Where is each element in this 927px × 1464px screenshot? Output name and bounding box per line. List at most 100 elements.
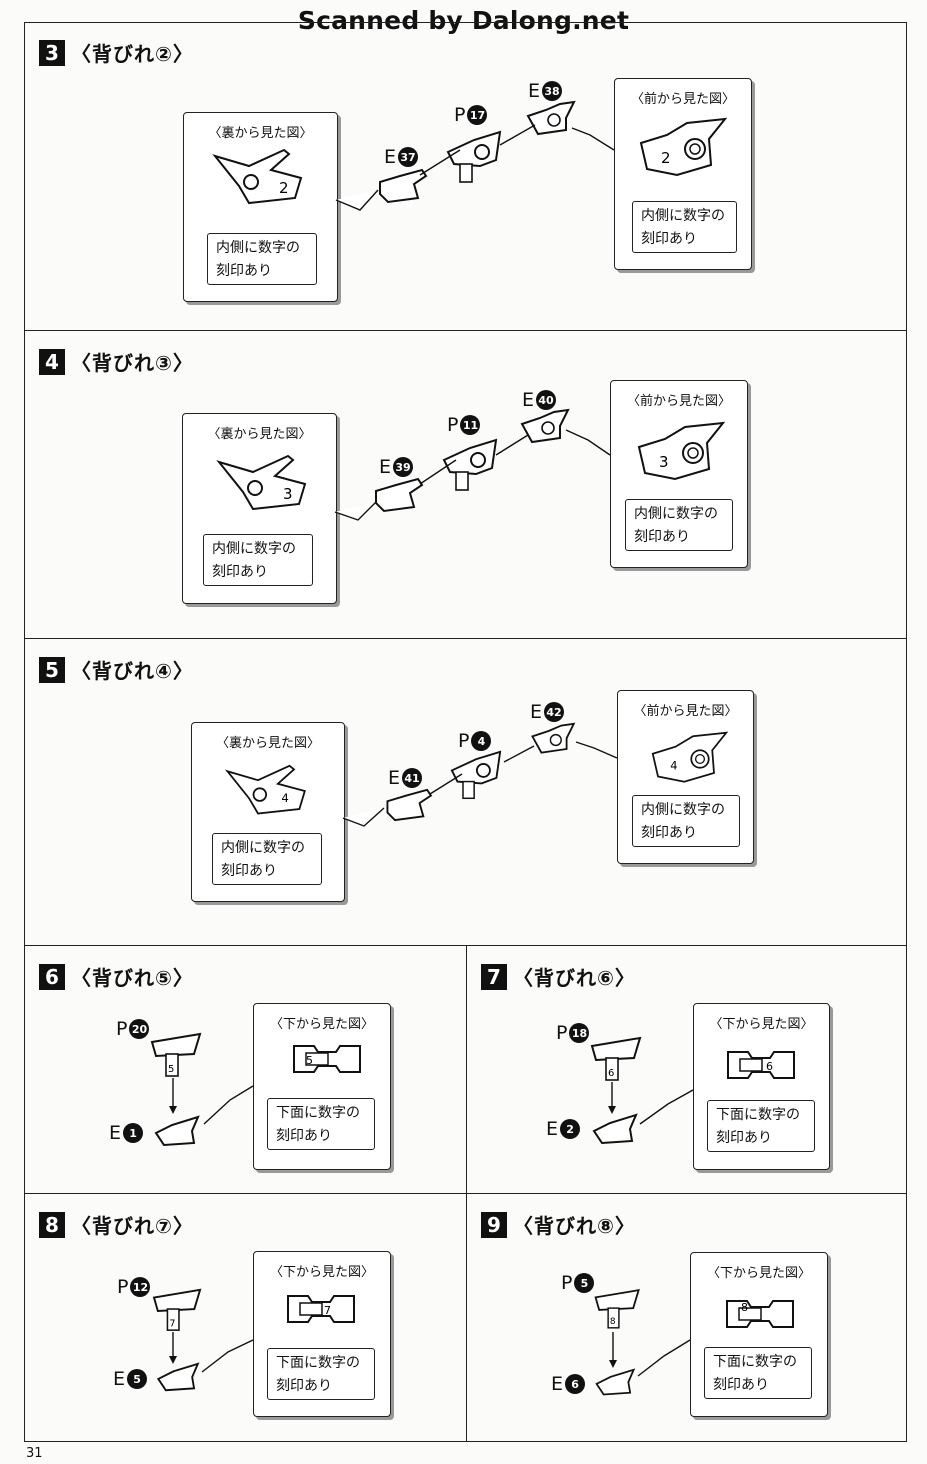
part-number-badge: 17 — [467, 105, 488, 125]
part-number-badge: 6 — [565, 1374, 586, 1394]
step-header: 5 〈背びれ④〉 — [39, 655, 194, 684]
fin-part-e-icon — [531, 722, 576, 754]
fin-part-back-icon: 2 — [212, 148, 303, 205]
step-number: 5 — [39, 656, 65, 683]
marking-note: 内側に数字の 刻印あり — [212, 833, 322, 885]
part-number-badge: 5 — [127, 1369, 148, 1389]
part-letter: P — [556, 1022, 568, 1044]
note-line: 刻印あり — [713, 1377, 769, 1393]
fin-bottom-icon: 6 — [727, 1051, 795, 1079]
marking-note: 内側に数字の 刻印あり — [207, 233, 317, 285]
note-line: 内側に数字の — [634, 506, 718, 522]
bottom-view-callout: 〈下から見た図〉 8 下面に数字の 刻印あり — [690, 1252, 828, 1417]
part-number-badge: 40 — [536, 390, 557, 410]
part-letter: E — [384, 146, 397, 168]
fin-bottom-icon: 8 — [726, 1300, 794, 1328]
note-line: 内側に数字の — [221, 840, 305, 856]
note-line: 内側に数字の — [641, 208, 725, 224]
page-number: 31 — [26, 1446, 43, 1461]
fin-part-e-icon — [526, 100, 576, 136]
front-view-callout: 〈前から見た図〉 4 内側に数字の 刻印あり — [617, 690, 754, 864]
callout-title: 〈下から見た図〉 — [709, 1017, 814, 1032]
fin-part-e-icon — [520, 408, 570, 444]
front-view-callout: 〈前から見た図〉 2 内側に数字の 刻印あり — [614, 78, 752, 270]
divider — [24, 945, 907, 947]
callout-title: 〈裏から見た図〉 — [208, 126, 313, 141]
fin-part-e-icon — [379, 168, 428, 204]
step-number: 6 — [39, 963, 65, 990]
part-number-badge: 18 — [569, 1023, 590, 1043]
note-line: 下面に数字の — [713, 1354, 797, 1370]
fin-part-front-icon: 4 — [651, 731, 729, 783]
divider — [466, 945, 468, 1442]
step-title: 〈背びれ③〉 — [71, 351, 194, 375]
part-number-badge: 5 — [574, 1273, 595, 1293]
marking-number: 6 — [766, 1060, 773, 1073]
fin-part-front-icon: 3 — [637, 421, 726, 481]
part-number-badge: 41 — [402, 768, 423, 788]
fin-part-back-icon: 3 — [216, 454, 307, 511]
back-view-callout: 〈裏から見た図〉 2 内側に数字の 刻印あり — [183, 112, 338, 302]
marking-note: 内側に数字の 刻印あり — [203, 534, 313, 586]
step-title: 〈背びれ⑧〉 — [513, 1214, 636, 1238]
note-line: 下面に数字の — [276, 1105, 360, 1121]
part-number-badge: 1 — [123, 1123, 144, 1143]
note-line: 刻印あり — [216, 263, 272, 279]
watermark: Scanned by Dalong.net — [0, 6, 927, 35]
part-number-badge: 38 — [542, 81, 563, 101]
fin-part-e-icon — [156, 1362, 200, 1392]
fin-part-e-icon — [592, 1113, 638, 1145]
fin-part-p-icon — [442, 438, 498, 491]
marking-number: 4 — [670, 759, 677, 773]
part-letter: P — [561, 1272, 573, 1294]
back-view-callout: 〈裏から見た図〉 4 内側に数字の 刻印あり — [191, 722, 345, 902]
step-header: 4 〈背びれ③〉 — [39, 347, 194, 376]
marking-number: 8 — [610, 1317, 616, 1327]
marking-number: 3 — [659, 453, 669, 471]
step-number: 9 — [481, 1211, 507, 1238]
part-number-badge: 12 — [130, 1277, 151, 1297]
step-title: 〈背びれ⑥〉 — [513, 966, 636, 990]
fin-part-p-icon — [450, 750, 502, 800]
note-line: 下面に数字の — [276, 1355, 360, 1371]
marking-number: 7 — [169, 1318, 175, 1329]
step-header: 3 〈背びれ②〉 — [39, 38, 194, 67]
note-line: 刻印あり — [221, 863, 277, 879]
callout-title: 〈下から見た図〉 — [269, 1265, 374, 1280]
part-letter: P — [458, 730, 470, 752]
back-view-callout: 〈裏から見た図〉 3 内側に数字の 刻印あり — [182, 413, 337, 604]
marking-note: 内側に数字の 刻印あり — [632, 795, 740, 847]
fin-part-e-icon — [595, 1368, 636, 1396]
callout-title: 〈下から見た図〉 — [706, 1266, 811, 1281]
note-line: 下面に数字の — [716, 1107, 800, 1123]
callout-title: 〈裏から見た図〉 — [207, 427, 312, 442]
part-number-badge: 2 — [560, 1119, 581, 1139]
fin-part-p-icon — [446, 130, 502, 183]
divider — [24, 638, 907, 640]
part-number-badge: 42 — [544, 702, 565, 722]
step-header: 9 〈背びれ⑧〉 — [481, 1210, 636, 1239]
marking-note: 下面に数字の 刻印あり — [267, 1348, 375, 1400]
step-title: 〈背びれ⑤〉 — [71, 966, 194, 990]
step-number: 8 — [39, 1211, 65, 1238]
page-frame — [24, 22, 907, 1442]
note-line: 刻印あり — [276, 1378, 332, 1394]
step-header: 6 〈背びれ⑤〉 — [39, 962, 194, 991]
step-title: 〈背びれ⑦〉 — [71, 1214, 194, 1238]
part-letter: P — [116, 1018, 128, 1040]
callout-title: 〈前から見た図〉 — [626, 394, 731, 409]
fin-part-e-icon — [386, 788, 433, 822]
part-letter: E — [379, 456, 392, 478]
marking-note: 下面に数字の 刻印あり — [267, 1098, 375, 1150]
callout-title: 〈下から見た図〉 — [269, 1017, 374, 1032]
divider — [24, 330, 907, 332]
step-title: 〈背びれ②〉 — [71, 42, 194, 66]
